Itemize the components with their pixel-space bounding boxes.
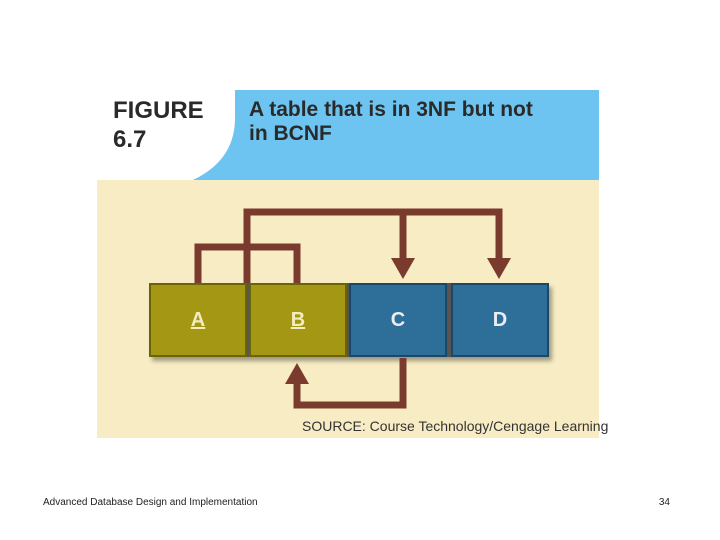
bracket-a-b (194, 243, 301, 283)
arrowhead-to-b (285, 363, 309, 384)
arrow-line-c-to-b (293, 358, 407, 409)
attribute-c-label: C (390, 308, 406, 331)
attribute-d-label: D (492, 308, 508, 331)
attribute-b-label: B (290, 308, 306, 331)
arrowhead-to-c (391, 258, 415, 279)
figure-label: FIGURE (113, 97, 204, 124)
attribute-cell-c: C (349, 283, 447, 357)
attribute-cell-d: D (451, 283, 549, 357)
header-label-area (97, 90, 235, 180)
figure-panel: FIGURE 6.7 A table that is in 3NF but no… (97, 90, 608, 438)
arrowhead-to-d (487, 258, 511, 279)
dependency-diagram (149, 208, 549, 409)
figure-title-line1: A table that is in 3NF but not (249, 98, 533, 121)
footer-page-number: 34 (658, 497, 670, 508)
figure-source: SOURCE: Course Technology/Cengage Learni… (302, 418, 609, 434)
figure-title-line2: in BCNF (249, 122, 332, 145)
figure-header-background (97, 90, 599, 180)
attribute-a-label: A (190, 308, 206, 331)
footer-course-title: Advanced Database Design and Implementat… (43, 497, 258, 508)
attribute-cell-b: B (249, 283, 347, 357)
figure-number: 6.7 (113, 126, 147, 153)
attribute-cell-a: A (149, 283, 247, 357)
